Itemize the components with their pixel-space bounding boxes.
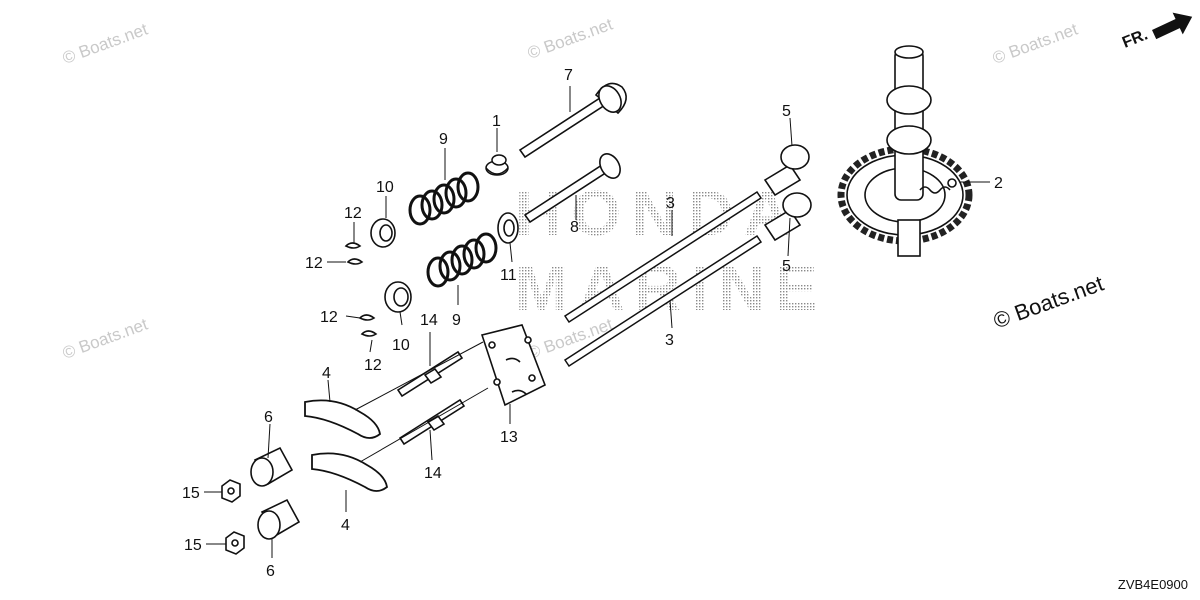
spring-seat-washer <box>497 212 519 244</box>
part-label-14: 14 <box>420 312 438 329</box>
part-label-5: 5 <box>782 103 791 120</box>
part-label-12: 12 <box>305 255 323 272</box>
valve-spring-lower <box>426 232 498 288</box>
part-label-8: 8 <box>570 219 579 236</box>
part-label-9: 9 <box>452 312 461 329</box>
valve-cotters <box>344 242 378 337</box>
part-label-12: 12 <box>344 205 362 222</box>
watermark-brand-line1: HONDA <box>515 177 800 249</box>
tappets <box>763 144 812 242</box>
part-label-12: 12 <box>320 309 338 326</box>
part-label-4: 4 <box>322 365 331 382</box>
valve-spring-upper <box>408 171 480 226</box>
part-labels: 7 1 9 10 12 12 5 2 8 3 5 11 9 3 12 10 14… <box>182 67 1003 580</box>
spring-retainers <box>370 218 412 313</box>
part-label-6: 6 <box>266 563 275 580</box>
part-label-9: 9 <box>439 131 448 148</box>
rocker-arms <box>304 399 388 492</box>
part-label-2: 2 <box>994 175 1003 192</box>
part-label-3: 3 <box>665 332 674 349</box>
part-label-14: 14 <box>424 465 442 482</box>
part-label-6: 6 <box>264 409 273 426</box>
part-label-3: 3 <box>666 195 675 212</box>
rocker-studs <box>396 350 466 446</box>
pushrod-guide-plate <box>480 324 547 407</box>
valve-exhaust <box>523 153 621 224</box>
part-label-5: 5 <box>782 258 791 275</box>
part-label-15: 15 <box>182 485 200 502</box>
part-label-7: 7 <box>564 67 573 84</box>
leader-lines <box>204 86 990 558</box>
part-label-10: 10 <box>376 179 394 196</box>
valve-stem-seal <box>485 154 509 176</box>
part-label-12: 12 <box>364 357 382 374</box>
pushrods <box>563 190 763 368</box>
part-label-11: 11 <box>500 267 517 284</box>
lock-nuts <box>221 479 245 555</box>
part-label-4: 4 <box>341 517 350 534</box>
valve-intake <box>518 82 627 159</box>
camshaft-gear <box>837 45 973 257</box>
part-label-13: 13 <box>500 429 518 446</box>
diagram-code: ZVB4E0900 <box>1117 577 1188 592</box>
front-direction-arrow-icon <box>1152 12 1193 40</box>
part-label-15: 15 <box>184 537 202 554</box>
part-label-1: 1 <box>492 113 501 130</box>
rocker-pivots <box>250 446 301 540</box>
part-label-10: 10 <box>392 337 410 354</box>
watermark-brand-line2: MARINE <box>515 252 827 324</box>
